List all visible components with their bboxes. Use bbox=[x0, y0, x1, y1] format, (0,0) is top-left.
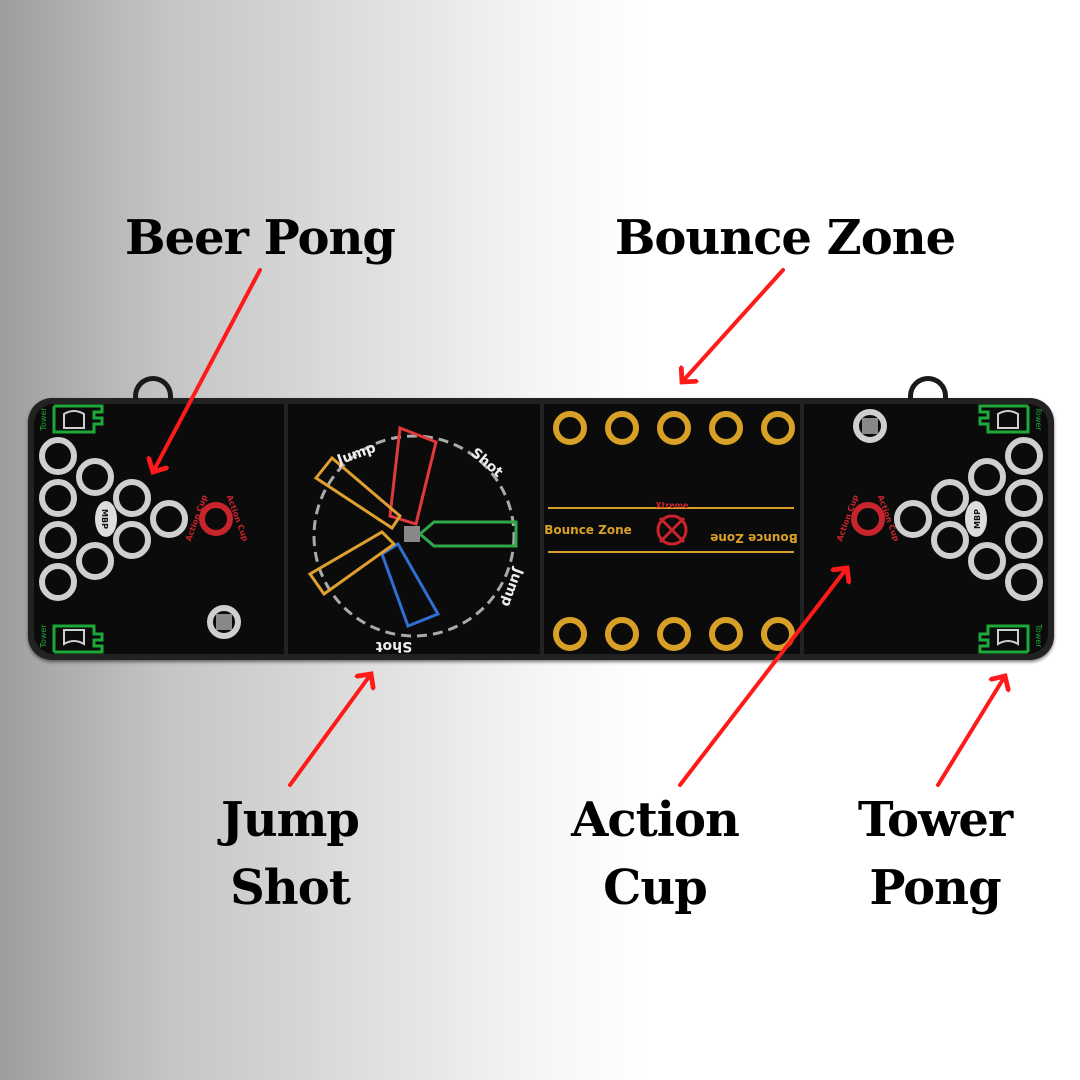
label-text-line1: Tower bbox=[857, 792, 1013, 848]
beer-pong-cup-rack-left: MBP Tower Tower Action Cup Action Cup bbox=[39, 404, 250, 654]
label-bounce-zone: Bounce Zone bbox=[595, 204, 975, 272]
xtreme-logo-icon bbox=[656, 514, 688, 546]
label-jump-shot: Jump Shot bbox=[190, 786, 390, 922]
svg-text:Xtreme: Xtreme bbox=[655, 501, 689, 510]
panel-left-end: MBP Tower Tower Action Cup Action Cup bbox=[34, 404, 284, 654]
svg-text:Bounce Zone: Bounce Zone bbox=[710, 531, 798, 545]
beer-pong-table: MBP Tower Tower Action Cup Action Cup bbox=[28, 376, 1054, 660]
bounce-zone-board: Bounce Zone Bounce Zone Xtreme bbox=[544, 411, 798, 651]
label-text-line1: Jump bbox=[221, 792, 360, 848]
arrow-tower-pong bbox=[936, 676, 1005, 787]
label-text: Beer Pong bbox=[125, 210, 396, 266]
arrow-jump-shot bbox=[288, 674, 371, 787]
svg-text:Bounce Zone: Bounce Zone bbox=[544, 523, 632, 537]
svg-text:Tower: Tower bbox=[1034, 406, 1043, 431]
panel-right-end: MBP Tower Tower Action Cup Action Cup bbox=[804, 404, 1048, 654]
svg-text:Tower: Tower bbox=[39, 407, 48, 432]
svg-text:Tower: Tower bbox=[39, 624, 48, 649]
carry-handle-right bbox=[908, 376, 948, 400]
arrow-action-cup bbox=[678, 568, 847, 787]
label-text-line1: Action bbox=[571, 792, 740, 848]
svg-text:Shot: Shot bbox=[376, 638, 413, 654]
label-action-cup: Action Cup bbox=[550, 786, 760, 922]
jump-shot-board: Jump Shot Jump Shot bbox=[307, 425, 526, 654]
panel-jump-shot: Jump Shot Jump Shot bbox=[288, 404, 540, 654]
qr-code-icon bbox=[404, 526, 420, 542]
label-text: Bounce Zone bbox=[614, 210, 956, 266]
panel-bounce-zone: Bounce Zone Bounce Zone Xtreme bbox=[544, 404, 800, 654]
label-text-line2: Pong bbox=[869, 860, 1001, 916]
label-text-line2: Shot bbox=[230, 860, 351, 916]
svg-text:MBP: MBP bbox=[100, 509, 109, 529]
carry-handle-left bbox=[133, 376, 173, 400]
label-text-line2: Cup bbox=[603, 860, 708, 916]
arrow-bounce-zone bbox=[682, 268, 785, 382]
label-beer-pong: Beer Pong bbox=[105, 204, 415, 272]
arrow-beer-pong bbox=[153, 268, 262, 472]
label-tower-pong: Tower Pong bbox=[830, 786, 1040, 922]
svg-text:Tower: Tower bbox=[1034, 623, 1043, 648]
beer-pong-cup-rack-right: MBP Tower Tower Action Cup Action Cup bbox=[835, 404, 1043, 654]
svg-text:MBP: MBP bbox=[973, 509, 982, 529]
